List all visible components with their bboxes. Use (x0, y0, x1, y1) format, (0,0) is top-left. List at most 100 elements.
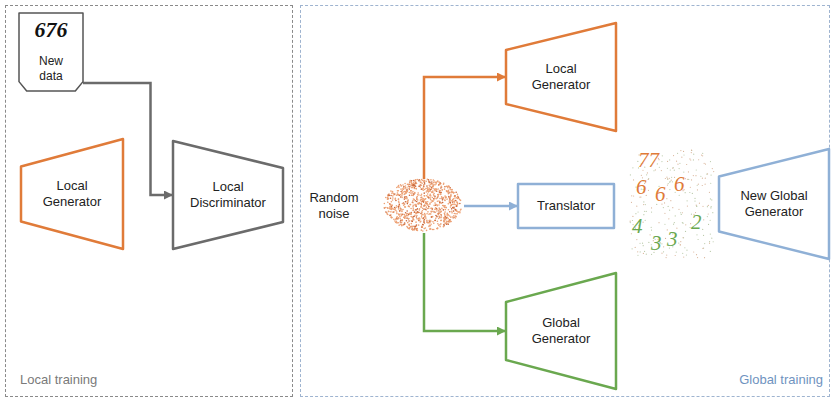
noise-dot (442, 202, 444, 204)
noise-dot (451, 204, 453, 206)
sample-dot (710, 220, 711, 221)
noise-dot (426, 206, 428, 208)
noise-dot (398, 187, 400, 189)
noise-dot (411, 187, 413, 189)
noise-dot (417, 202, 419, 204)
flow-arrow (424, 233, 506, 331)
noise-dot (403, 204, 405, 206)
noise-dot (405, 201, 407, 203)
noise-dot (443, 197, 445, 199)
noise-dot (443, 220, 445, 222)
noise-dot (449, 188, 451, 190)
noise-dot (425, 180, 427, 182)
noise-dot (410, 180, 412, 182)
noise-dot (402, 220, 404, 222)
noise-dot (437, 194, 439, 196)
sample-dot (676, 161, 677, 162)
sample-dot (683, 172, 684, 173)
noise-dot (389, 203, 391, 205)
outline (518, 184, 614, 228)
noise-dot (430, 228, 432, 230)
sample-dot (637, 211, 638, 212)
noise-dot (423, 192, 425, 194)
sample-dot (688, 179, 689, 180)
noise-dot (439, 193, 441, 195)
noise-dot (446, 213, 448, 215)
noise-dot (429, 194, 431, 196)
noise-dot (415, 228, 417, 230)
noise-dot (446, 220, 448, 222)
noise-dot (430, 213, 432, 215)
noise-dot (385, 197, 387, 199)
noise-dot (401, 197, 403, 199)
noise-dot (421, 226, 423, 228)
global-training-panel: Global trainingRandom noiseLocal Generat… (300, 5, 830, 397)
sample-dot (693, 154, 694, 155)
sample-dot (679, 163, 680, 164)
noise-dot (440, 187, 442, 189)
noise-dot (449, 202, 451, 204)
noise-dot (410, 184, 412, 186)
translator-box: Translator (518, 184, 614, 228)
noise-dot (444, 214, 446, 216)
noise-dot (446, 207, 448, 209)
noise-dot (449, 197, 451, 199)
noise-dot (424, 181, 426, 183)
noise-dot (427, 187, 429, 189)
noise-dot (407, 184, 409, 186)
noise-dot (395, 197, 397, 199)
noise-dot (440, 214, 442, 216)
noise-dot (432, 190, 434, 192)
noise-dot (400, 219, 402, 221)
sample-dot (703, 235, 704, 236)
noise-dot (443, 217, 445, 219)
noise-dot (444, 200, 446, 202)
sample-dot (661, 243, 662, 244)
sample-dot (696, 205, 697, 206)
noise-dot (407, 203, 409, 205)
noise-dot (436, 216, 438, 218)
noise-dot (435, 211, 437, 213)
sample-dot (709, 192, 710, 193)
noise-dot (387, 201, 389, 203)
noise-dot (452, 207, 454, 209)
noise-dot (412, 226, 414, 228)
noise-dot (398, 198, 400, 200)
noise-dot (437, 180, 439, 182)
noise-dot (444, 186, 446, 188)
panel-title: Local training (20, 372, 97, 388)
noise-dot (435, 204, 437, 206)
sample-dot (705, 164, 706, 165)
noise-dot (396, 216, 398, 218)
sample-dot (675, 215, 676, 216)
noise-dot (430, 179, 432, 181)
noise-dot (425, 216, 427, 218)
noise-dot (412, 218, 414, 220)
noise-dot (408, 224, 410, 226)
sample-dot (685, 224, 686, 225)
noise-dot (396, 205, 398, 207)
block-label: New data (31, 54, 71, 83)
sample-dot (695, 175, 696, 176)
noise-dot (426, 190, 428, 192)
noise-dot (411, 228, 413, 230)
sample-dot (680, 244, 681, 245)
noise-dot (407, 199, 409, 201)
noise-dot (387, 207, 389, 209)
sample-dot (672, 168, 673, 169)
noise-dot (432, 221, 434, 223)
sample-dot (667, 178, 668, 179)
noise-dot (453, 210, 455, 212)
noise-dot (441, 208, 443, 210)
noise-dot (440, 217, 442, 219)
noise-dot (458, 211, 460, 213)
noise-dot (406, 196, 408, 198)
noise-dot (414, 188, 416, 190)
noise-dot (423, 208, 425, 210)
noise-dot (413, 184, 415, 186)
noise-dot (440, 211, 442, 213)
noise-dot (439, 190, 441, 192)
noise-dot (391, 208, 393, 210)
noise-dot (449, 197, 451, 199)
noise-dot (444, 205, 446, 207)
